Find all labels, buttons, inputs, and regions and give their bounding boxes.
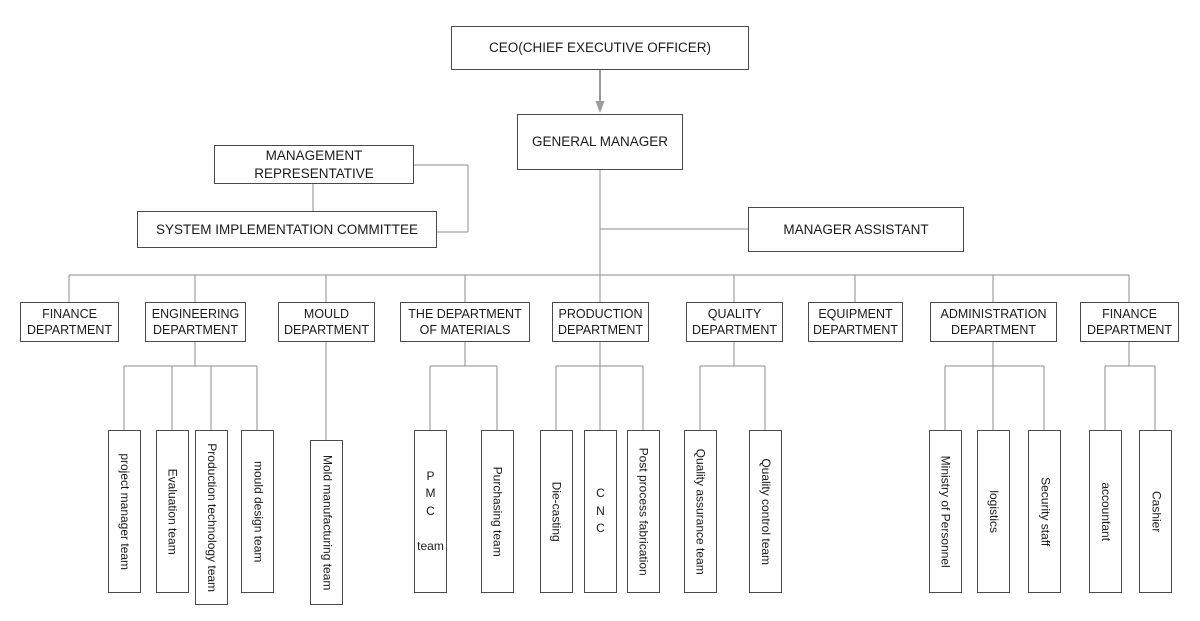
- node-team-project-manager[interactable]: project manager team: [108, 430, 141, 593]
- node-department-mould[interactable]: MOULD DEPARTMENT: [278, 302, 375, 342]
- node-team-security-staff[interactable]: Security staff: [1028, 430, 1061, 593]
- node-team-pmc[interactable]: P M C team: [414, 430, 447, 593]
- node-department-materials[interactable]: THE DEPARTMENT OF MATERIALS: [400, 302, 530, 342]
- node-department-production[interactable]: PRODUCTION DEPARTMENT: [552, 302, 649, 342]
- node-ceo[interactable]: CEO(CHIEF EXECUTIVE OFFICER): [451, 26, 749, 70]
- node-department-finance[interactable]: FINANCE DEPARTMENT: [20, 302, 119, 342]
- node-department-quality[interactable]: QUALITY DEPARTMENT: [686, 302, 783, 342]
- node-team-quality-control-label: Quality control team: [759, 458, 774, 565]
- node-team-cnc[interactable]: C N C: [584, 430, 617, 593]
- node-team-mould-design[interactable]: mould design team: [241, 430, 274, 593]
- node-department-administration[interactable]: ADMINISTRATION DEPARTMENT: [930, 302, 1057, 342]
- node-manager-assistant[interactable]: MANAGER ASSISTANT: [748, 207, 964, 252]
- node-team-quality-control[interactable]: Quality control team: [749, 430, 782, 593]
- node-team-production-technology-label: Production technology team: [205, 443, 220, 592]
- node-team-mould-design-label: mould design team: [251, 460, 266, 563]
- node-team-mold-manufacturing-label: Mold manufacturing team: [320, 454, 335, 591]
- node-team-evaluation-label: Evaluation team: [166, 468, 181, 555]
- node-team-project-manager-label: project manager team: [118, 453, 133, 570]
- node-team-production-technology[interactable]: Production technology team: [195, 430, 228, 605]
- node-team-quality-assurance-label: Quality assurance team: [694, 448, 709, 575]
- node-team-logistics[interactable]: logistics: [977, 430, 1010, 593]
- node-management-representative[interactable]: MANAGEMENT REPRESENTATIVE: [214, 145, 414, 184]
- node-department-equipment[interactable]: EQUIPMENT DEPARTMENT: [808, 302, 903, 342]
- node-team-die-casting-label: Die-casting: [550, 481, 565, 542]
- node-team-pmc-label: P M C team: [417, 469, 444, 553]
- node-team-die-casting[interactable]: Die-casting: [540, 430, 573, 593]
- node-team-security-staff-label: Security staff: [1038, 476, 1053, 547]
- node-team-cnc-label: C N C: [596, 486, 605, 536]
- node-department-engineering[interactable]: ENGINEERING DEPARTMENT: [145, 302, 246, 342]
- node-team-ministry-of-personnel[interactable]: Ministry of Personnel: [929, 430, 962, 593]
- node-team-accountant-label: accountant: [1099, 482, 1114, 541]
- node-team-quality-assurance[interactable]: Quality assurance team: [684, 430, 717, 593]
- node-team-cashier-label: Cashier: [1149, 490, 1164, 533]
- node-department-finance-2[interactable]: FINANCE DEPARTMENT: [1080, 302, 1179, 342]
- node-general-manager[interactable]: GENERAL MANAGER: [517, 114, 683, 170]
- node-team-evaluation[interactable]: Evaluation team: [156, 430, 189, 593]
- node-team-post-process-fabrication[interactable]: Post process fabrication: [627, 430, 660, 593]
- node-system-implementation-committee[interactable]: SYSTEM IMPLEMENTATION COMMITTEE: [137, 211, 437, 248]
- arrowhead: [595, 101, 605, 113]
- node-team-ministry-of-personnel-label: Ministry of Personnel: [939, 455, 954, 568]
- node-team-cashier[interactable]: Cashier: [1139, 430, 1172, 593]
- node-team-logistics-label: logistics: [987, 490, 1002, 533]
- node-team-purchasing[interactable]: Purchasing team: [481, 430, 514, 593]
- node-team-accountant[interactable]: accountant: [1089, 430, 1122, 593]
- node-team-purchasing-label: Purchasing team: [491, 466, 506, 557]
- node-team-post-process-fabrication-label: Post process fabrication: [637, 447, 652, 576]
- node-team-mold-manufacturing[interactable]: Mold manufacturing team: [310, 440, 343, 605]
